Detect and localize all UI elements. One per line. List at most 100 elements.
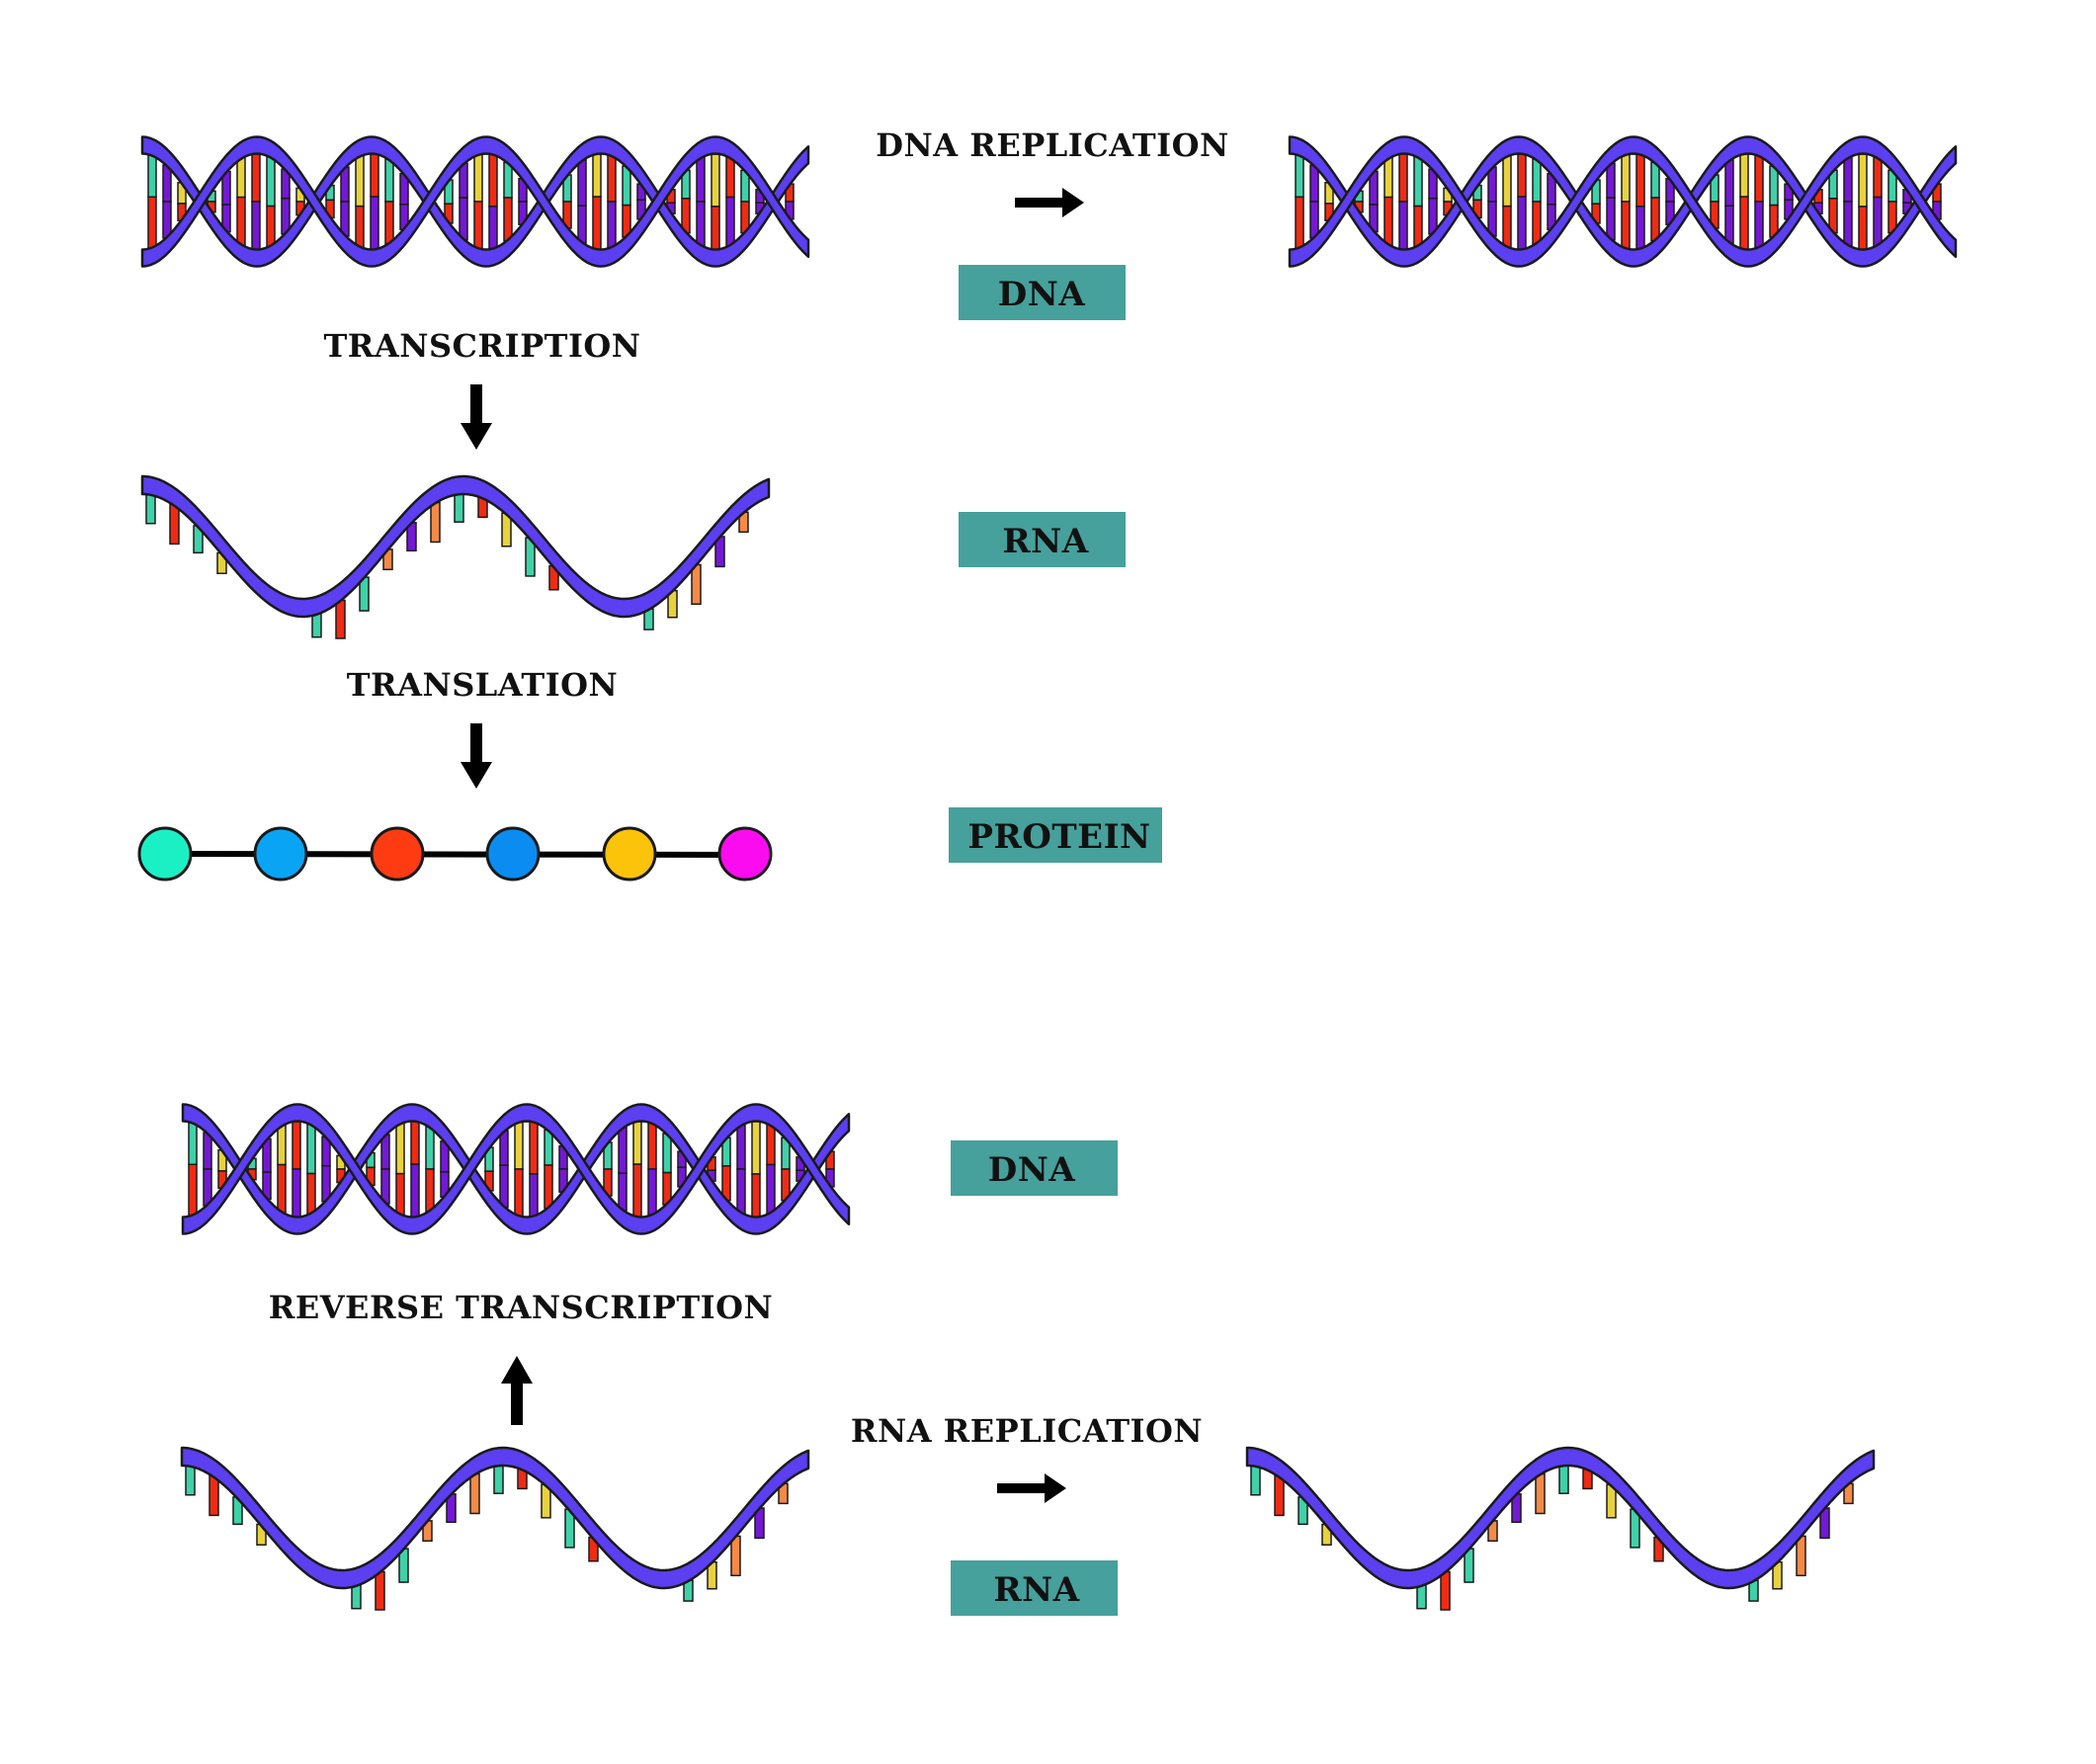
base-pair-half	[514, 1168, 524, 1218]
base-pair-half	[395, 1172, 405, 1217]
arrow-right-rna-replication	[997, 1473, 1066, 1503]
base-pair-half	[736, 1168, 746, 1215]
base-pair-half	[410, 1119, 420, 1165]
base-pair-half	[1398, 151, 1408, 203]
base	[1416, 1584, 1427, 1610]
base	[1535, 1472, 1546, 1515]
base-pair-half	[306, 1123, 316, 1175]
base	[145, 492, 156, 525]
base-pair-half	[355, 205, 365, 249]
dna-double-helix-bottom	[181, 1103, 851, 1235]
rna-strand-replicated	[1245, 1446, 1876, 1611]
base-pair-half	[1739, 152, 1749, 198]
base-pair-half	[1858, 151, 1868, 208]
dna-double-helix-top-left	[140, 135, 810, 268]
base-pair-half	[1517, 151, 1527, 198]
base	[493, 1464, 504, 1494]
base-pair-half	[425, 1126, 435, 1170]
base-pair-half	[147, 196, 157, 250]
dna-strand-back	[181, 1103, 851, 1235]
base-pair-half	[592, 196, 602, 251]
amino-acid-bead	[602, 826, 657, 882]
base-pair-half	[1621, 201, 1631, 250]
amino-acid-bead	[137, 826, 193, 882]
bases	[185, 1464, 789, 1611]
base-pair-half	[1295, 196, 1304, 250]
base-pair-half	[1295, 153, 1304, 199]
base-pair-half	[503, 197, 513, 242]
base-pair-half	[766, 1163, 776, 1215]
base-pair-half	[711, 151, 720, 208]
base-pair-half	[577, 159, 587, 207]
box-rna-bottom-label: RNA	[993, 1570, 1079, 1610]
box-dna-bottom-label: DNA	[988, 1150, 1076, 1190]
rna-strand	[140, 474, 771, 619]
base-pair-half	[592, 152, 602, 198]
base-pair-half	[607, 201, 617, 249]
base-pair-half	[1383, 157, 1393, 199]
arrow-down-transcription	[461, 384, 492, 450]
base-pair-half	[725, 196, 735, 247]
box-protein: PROTEIN	[949, 807, 1162, 863]
base-pair-half	[544, 1129, 553, 1166]
base-pair-half	[1502, 205, 1512, 249]
box-rna-bottom: RNA	[951, 1560, 1118, 1616]
base-pair-half	[577, 205, 587, 244]
base-pair-half	[1398, 201, 1408, 252]
base-pair-half	[751, 1119, 761, 1175]
base	[185, 1464, 196, 1496]
box-dna-top: DNA	[959, 265, 1126, 320]
label-transcription: TRANSCRIPTION	[323, 327, 640, 365]
base	[1558, 1464, 1569, 1494]
base-pair-half	[1413, 205, 1423, 248]
base-pair-half	[1650, 197, 1660, 242]
base	[1440, 1570, 1451, 1611]
base-pair-half	[306, 1172, 316, 1216]
base-pair-half	[425, 1168, 435, 1213]
base	[375, 1570, 385, 1611]
arrow-down-translation	[461, 723, 492, 789]
base-pair-half	[618, 1127, 628, 1174]
base-pair-half	[1606, 197, 1616, 241]
base-pair-half	[1873, 156, 1883, 199]
base	[1274, 1474, 1285, 1517]
base-pair-half	[751, 1173, 761, 1219]
base-pair-half	[1635, 152, 1645, 208]
base	[454, 492, 464, 523]
base-pair-half	[1754, 154, 1764, 203]
base-pair-half	[1843, 201, 1853, 247]
base-pair-half	[355, 154, 365, 208]
base-pair-half	[1724, 205, 1734, 244]
base-pair-half	[236, 157, 246, 199]
base-pair-half	[147, 153, 157, 199]
base-pair-half	[1517, 196, 1527, 252]
base-pair-half	[384, 201, 394, 245]
base-pairs	[1295, 151, 1942, 252]
base-pair-half	[618, 1172, 628, 1212]
base-pair-half	[1532, 201, 1542, 245]
base-pair-half	[736, 1124, 746, 1170]
base-pair-half	[188, 1163, 198, 1218]
base-pair-half	[632, 1120, 642, 1165]
base-pair-half	[1650, 161, 1660, 199]
base-pair-half	[488, 152, 498, 208]
box-rna-label: RNA	[1002, 522, 1088, 561]
base	[169, 503, 180, 546]
base-pair-half	[188, 1121, 198, 1166]
base	[351, 1584, 362, 1610]
base-pair-half	[266, 155, 276, 208]
base-pair-half	[1858, 206, 1868, 252]
base-pair-half	[277, 1125, 287, 1166]
base-pair-half	[499, 1164, 509, 1209]
base-pair-half	[1724, 159, 1734, 207]
base-pair-half	[696, 201, 706, 247]
base-pair-half	[647, 1122, 657, 1170]
base-pair-half	[277, 1163, 287, 1214]
dna-strand-front	[140, 135, 810, 268]
base-pair-half	[370, 196, 379, 252]
base-pair-half	[1769, 165, 1779, 207]
bases	[145, 492, 749, 639]
base-pair-half	[662, 1133, 672, 1174]
base-pair-half	[529, 1173, 539, 1218]
